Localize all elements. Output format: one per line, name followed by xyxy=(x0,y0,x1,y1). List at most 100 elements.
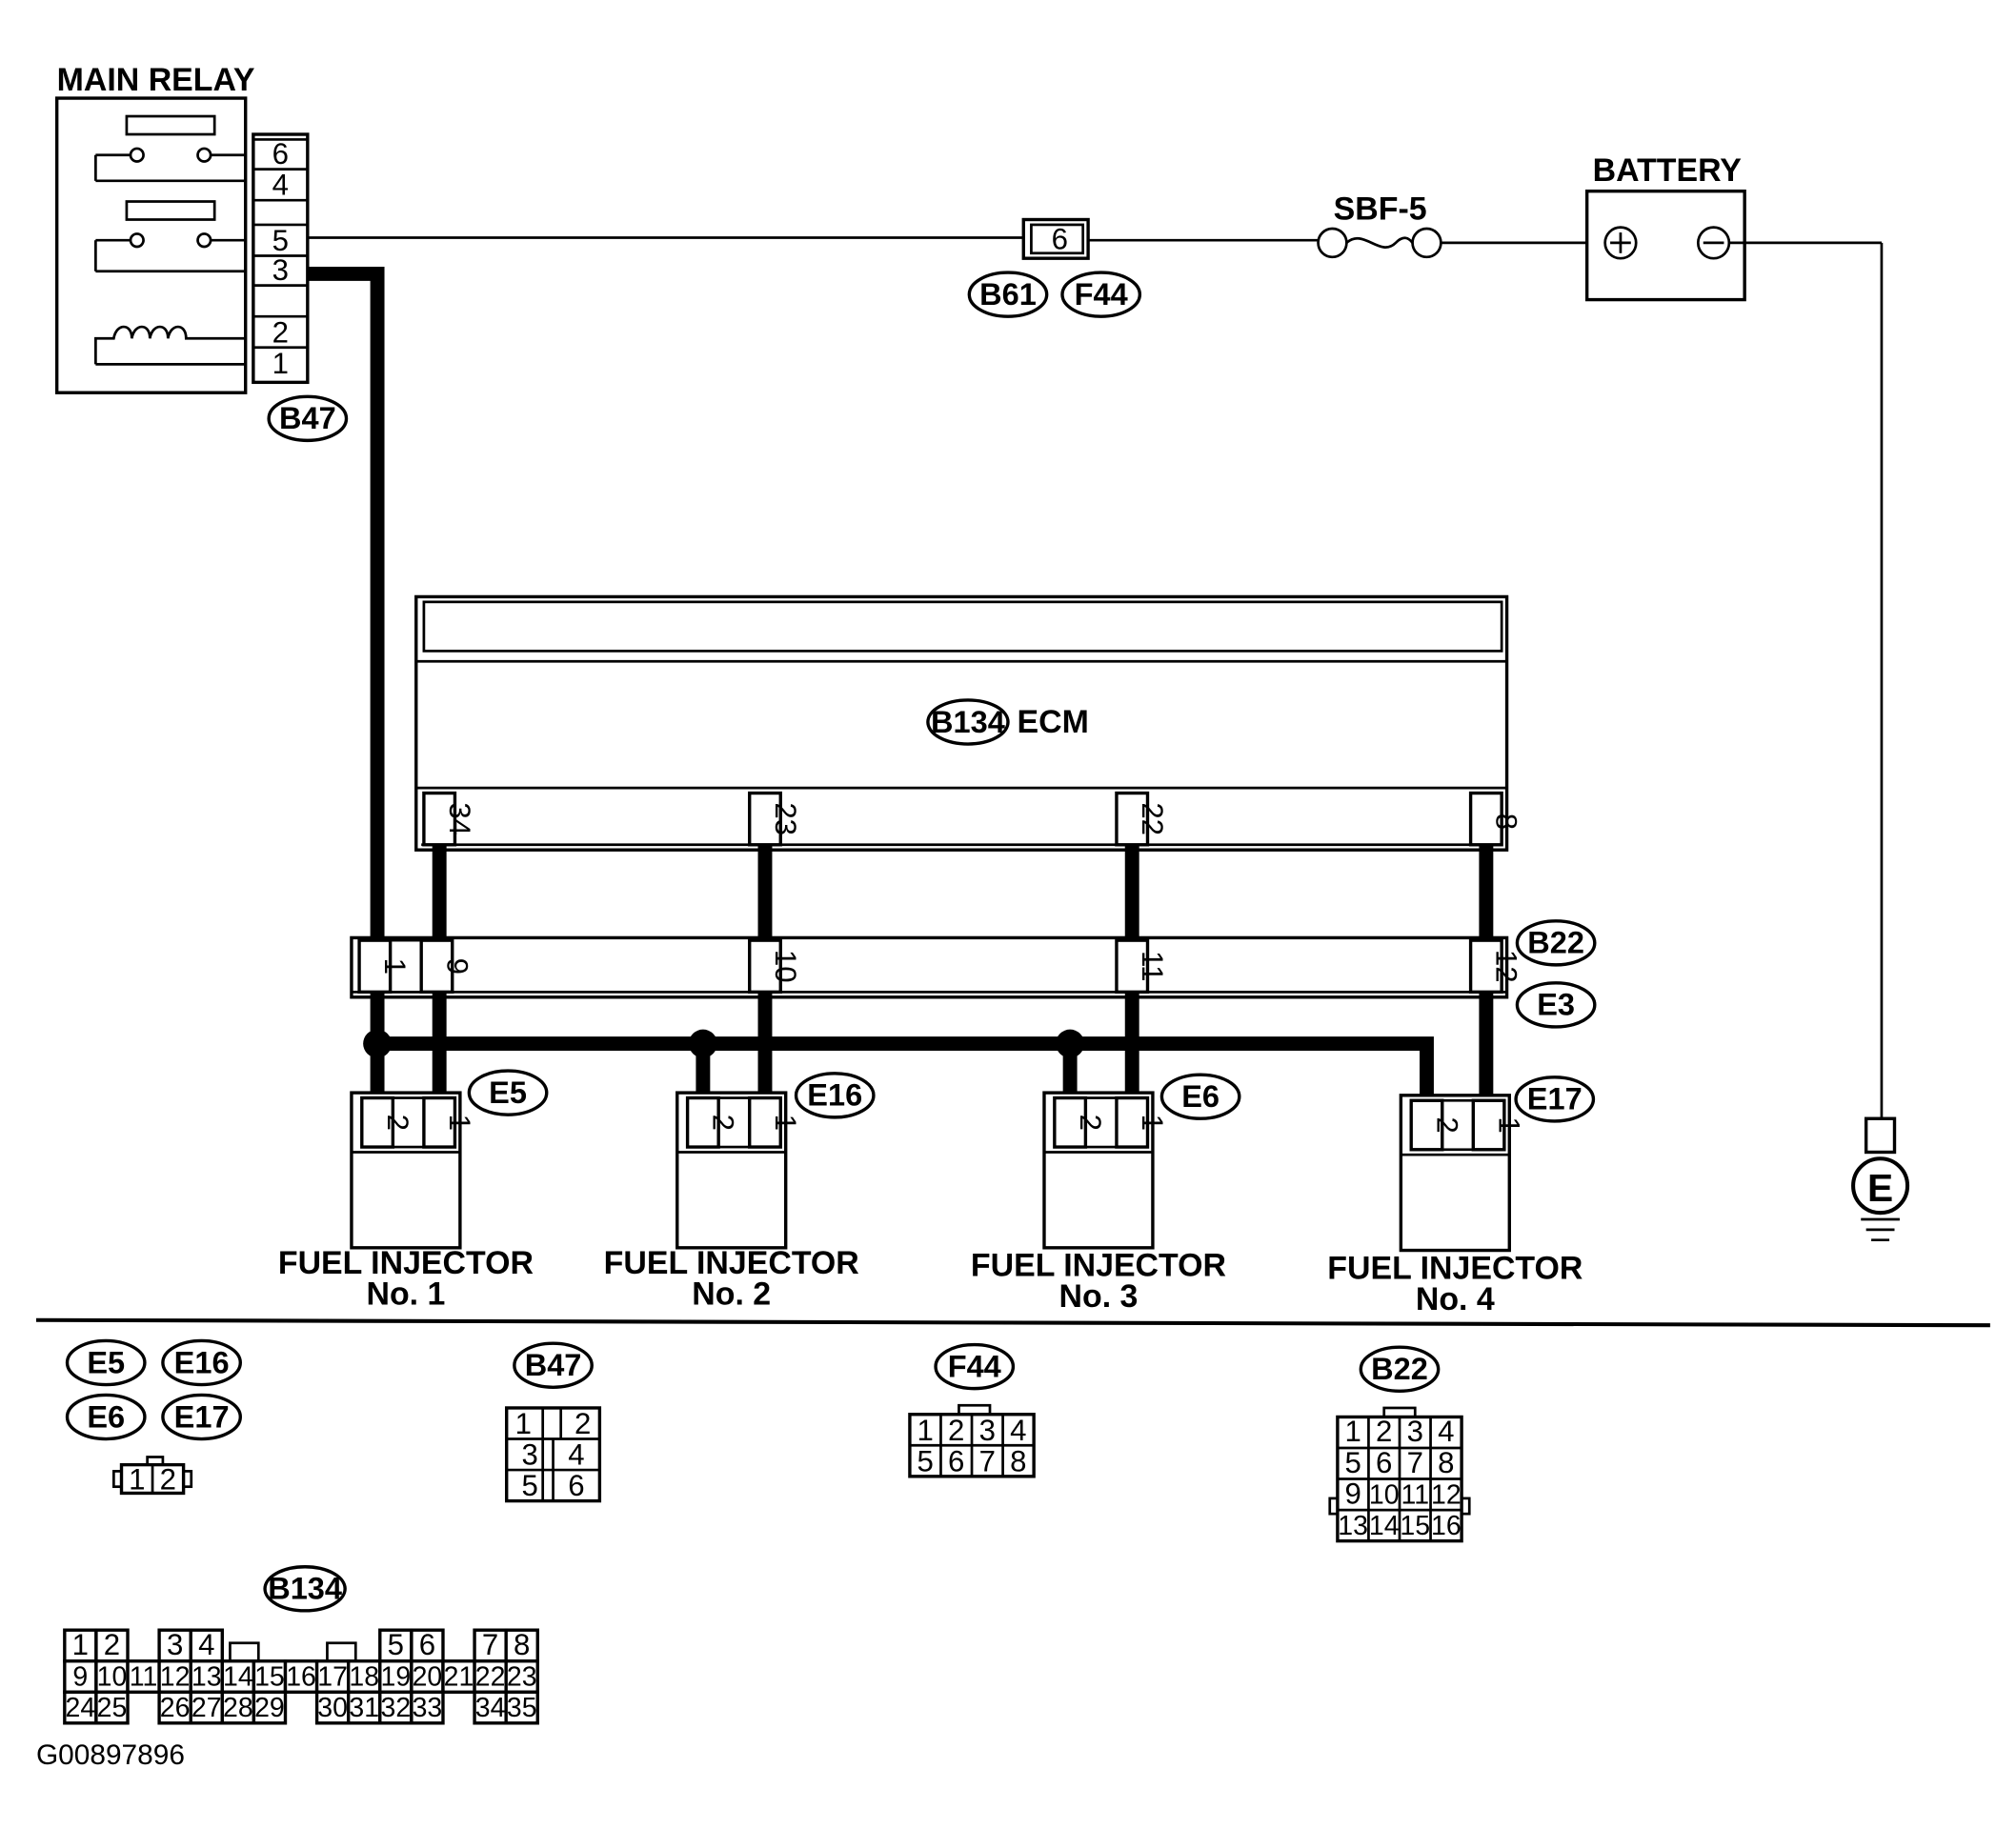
harness-wires xyxy=(307,267,1494,1098)
legend-b22-pin-7: 7 xyxy=(1407,1446,1423,1479)
relay-pin-3: 3 xyxy=(272,253,289,287)
main-relay-label: MAIN RELAY xyxy=(57,62,255,98)
b22-label: B22 xyxy=(1527,926,1584,960)
legend-b134-pin-15: 15 xyxy=(254,1661,285,1692)
legend-b47-pin-3: 3 xyxy=(521,1438,537,1472)
legend-b134-pin-19: 19 xyxy=(380,1661,411,1692)
legend-b134-pin-21: 21 xyxy=(444,1661,474,1692)
legend-b22-pin-10: 10 xyxy=(1369,1479,1400,1510)
legend-f44-pin-6: 6 xyxy=(948,1444,964,1477)
legend-b22-pin-5: 5 xyxy=(1344,1446,1361,1479)
relay-pin-1: 1 xyxy=(272,347,289,380)
injector-2-number: No. 2 xyxy=(692,1276,771,1312)
legend-f44-pin-7: 7 xyxy=(979,1444,996,1477)
relay-pin-4: 4 xyxy=(272,169,289,202)
fuse-terminal-right xyxy=(1411,227,1442,259)
injector-1-label: FUEL INJECTOR xyxy=(278,1245,534,1281)
ecm-pin-22: 22 xyxy=(1136,802,1169,835)
legend-b22-pin-16: 16 xyxy=(1431,1511,1462,1541)
splice-node-3 xyxy=(1056,1029,1085,1058)
legend-e17-label: E17 xyxy=(174,1399,230,1434)
injector-1-number: No. 1 xyxy=(366,1276,445,1312)
legend-e5-label: E5 xyxy=(87,1345,125,1379)
legend-f44-pin-8: 8 xyxy=(1010,1444,1026,1477)
legend-divider xyxy=(35,1317,1990,1328)
ecm-pin-8: 8 xyxy=(1490,814,1523,830)
legend-b22-pin-1: 1 xyxy=(1344,1415,1361,1448)
legend-b134-pin-26: 26 xyxy=(160,1693,191,1723)
legend-e6-label: E6 xyxy=(87,1399,125,1434)
legend-b47-pin-4: 4 xyxy=(568,1438,584,1472)
b22-pin-10: 10 xyxy=(769,950,802,983)
e5-label: E5 xyxy=(489,1075,527,1110)
b22-e3-connector: 1 9 10 11 12 B22 E3 xyxy=(350,919,1597,1029)
legend-b134-pin-33: 33 xyxy=(413,1693,443,1723)
b134-oval xyxy=(926,698,1010,746)
ecm-pin-34: 34 xyxy=(443,802,476,835)
e3-label: E3 xyxy=(1537,988,1575,1022)
legend-f44-label: F44 xyxy=(948,1349,1001,1383)
legend-b47-label: B47 xyxy=(525,1348,582,1382)
injector-4-pin-2: 2 xyxy=(1430,1116,1463,1133)
injector-3-pin-2: 2 xyxy=(1074,1115,1107,1131)
legend-b134-pin-29: 29 xyxy=(254,1693,285,1723)
legend-b47: B47 1 2 3 4 5 6 xyxy=(505,1341,602,1503)
legend-injector-connector: E5 E16 E6 E17 1 2 xyxy=(65,1338,242,1496)
b22-pin-11: 11 xyxy=(1136,951,1169,981)
e16-label: E16 xyxy=(807,1078,862,1113)
legend-b134-pin-34: 34 xyxy=(475,1693,506,1723)
ground-icon xyxy=(1851,1156,1910,1216)
legend-b22-pin-11: 11 xyxy=(1401,1479,1429,1510)
injector-4-pin-1: 1 xyxy=(1492,1116,1525,1133)
relay-pin-5: 5 xyxy=(272,224,289,257)
b22-pin-12: 12 xyxy=(1490,950,1523,983)
legend-b47-pin-5: 5 xyxy=(521,1469,537,1502)
fuse-label: SBF-5 xyxy=(1334,191,1427,228)
legend-b47-pin-2: 2 xyxy=(575,1407,591,1440)
ecm-label: ECM xyxy=(1017,704,1088,740)
fuse-terminal-left xyxy=(1317,227,1348,259)
fuel-injector-2: 2 1 E16 FUEL INJECTOR No. 2 xyxy=(604,1072,876,1312)
legend-b22-pin-9: 9 xyxy=(1344,1477,1361,1510)
legend-b134-pin-12: 12 xyxy=(160,1661,191,1692)
splice-node-1 xyxy=(363,1029,392,1058)
legend-b134-pin-2: 2 xyxy=(104,1628,120,1661)
injector-2-pin-2: 2 xyxy=(707,1115,740,1131)
legend-b134-pin-16: 16 xyxy=(286,1661,316,1692)
injector-1-pin-1: 1 xyxy=(443,1115,476,1131)
legend-b134-pin-7: 7 xyxy=(482,1628,498,1661)
legend-b134-pin-14: 14 xyxy=(223,1661,253,1692)
legend-b134-pin-4: 4 xyxy=(198,1628,214,1661)
injector-2-pin-1: 1 xyxy=(769,1115,802,1131)
b22-pin-1: 1 xyxy=(378,958,412,975)
legend-b134-pin-30: 30 xyxy=(317,1693,348,1723)
legend-b134-pin-1: 1 xyxy=(72,1628,89,1661)
b47-oval xyxy=(267,394,349,443)
legend-f44-pin-2: 2 xyxy=(948,1414,964,1447)
b61-oval xyxy=(967,271,1049,318)
injector-3-pin-1: 1 xyxy=(1136,1115,1169,1131)
injector-2-label: FUEL INJECTOR xyxy=(604,1245,859,1281)
e17-label: E17 xyxy=(1527,1082,1583,1116)
fuel-injector-4: 2 1 E17 FUEL INJECTOR No. 4 xyxy=(1327,1075,1596,1317)
legend-b134-pin-23: 23 xyxy=(507,1661,537,1692)
legend-b134-pin-18: 18 xyxy=(349,1661,379,1692)
legend-b134-pin-10: 10 xyxy=(97,1661,128,1692)
legend-b134-pin-8: 8 xyxy=(514,1628,530,1661)
battery-positive-icon xyxy=(1603,226,1638,260)
ecm: B134 ECM 34 23 22 8 xyxy=(414,594,1523,852)
ecm-pin-23: 23 xyxy=(769,802,802,835)
legend-e-pin-1: 1 xyxy=(129,1462,145,1496)
legend-b134-pin-25: 25 xyxy=(97,1693,128,1723)
injector-3-label: FUEL INJECTOR xyxy=(971,1248,1226,1284)
figure-id: G00897896 xyxy=(36,1739,185,1771)
legend-b134-pin-5: 5 xyxy=(388,1628,404,1661)
legend-b134-pin-11: 11 xyxy=(130,1661,158,1692)
b47-label: B47 xyxy=(279,401,336,435)
b22-pin-9: 9 xyxy=(440,958,474,975)
f44-oval xyxy=(1060,271,1142,318)
relay-pin-2: 2 xyxy=(272,315,289,349)
relay-pin-6: 6 xyxy=(272,137,289,171)
